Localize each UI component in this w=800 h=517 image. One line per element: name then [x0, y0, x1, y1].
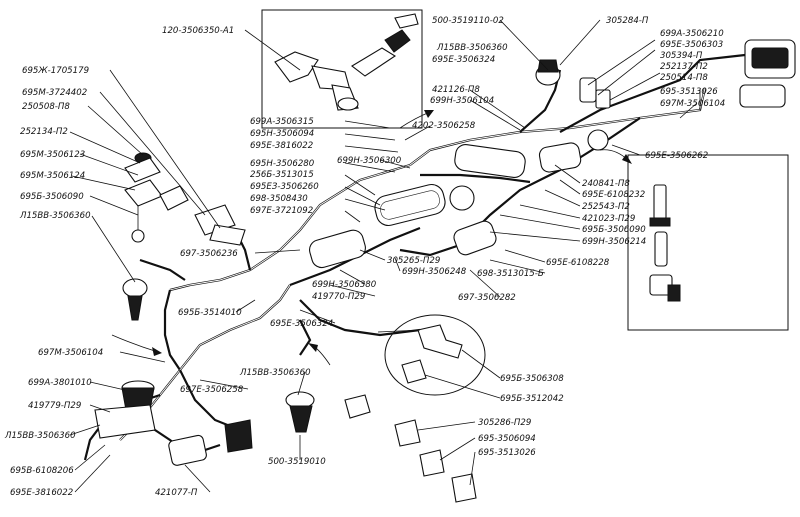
label-699a-3506210: 699А-3506210	[660, 29, 724, 39]
label-695zh-1705179: 695Ж-1705179	[22, 66, 89, 76]
label-419779-p29: 419779-П29	[28, 401, 81, 411]
label-695e-3816022-center: 695Е-3816022	[250, 141, 313, 151]
label-500-3519110-02: 500-3519110-02	[432, 16, 504, 26]
label-250508-p8: 250508-П8	[22, 102, 70, 112]
label-305286-p29: 305286-П29	[478, 418, 531, 428]
label-256b-3513015: 256Б-3513015	[250, 170, 314, 180]
label-699a-3801010: 699А-3801010	[28, 378, 92, 388]
label-695-3513026-top: 695-3513026	[660, 87, 718, 97]
label-695m-3724402: 695М-3724402	[22, 88, 87, 98]
label-695e-3506324-center: 695Е-3506324	[270, 319, 333, 329]
label-699n-3506380: 699Н-3506380	[312, 280, 377, 290]
label-695m-3506123: 695М-3506123	[20, 150, 85, 160]
label-l15vv-3506360-bottom: Л15ВВ-3506360	[4, 431, 76, 441]
label-697-3506236: 697-3506236	[180, 249, 238, 259]
label-695b-3506090-left: 695Б-3506090	[20, 192, 84, 202]
label-120-3506350-a1: 120-3506350-А1	[162, 26, 234, 36]
label-305394-p: 305394-П	[660, 51, 703, 61]
label-699n-3506248: 699Н-3506248	[402, 267, 467, 277]
label-695e-3506324-top: 695Е-3506324	[432, 55, 495, 65]
label-699a-3506315: 699А-3506315	[250, 117, 314, 127]
label-l15vv-3506360-top: Л15ВВ-3506360	[436, 43, 508, 53]
label-695e-3506262: 695Е-3506262	[645, 151, 708, 161]
inset-frame-top	[261, 9, 423, 129]
air-cylinder-top-right	[535, 39, 796, 109]
label-421077-p: 421077-П	[155, 488, 198, 498]
label-421126-p8: 421126-П8	[432, 85, 480, 95]
inset-frame-right	[627, 154, 789, 331]
label-695e-3816022-bottom: 695Е-3816022	[10, 488, 73, 498]
label-305284-p: 305284-П	[606, 16, 649, 26]
label-695e3-3506260: 695ЕЗ-3506260	[250, 182, 319, 192]
label-419770-p29: 419770-П29	[312, 292, 365, 302]
label-695b-3514010: 695Б-3514010	[178, 308, 242, 318]
label-698-3513015-b: 698-3513015-Б	[477, 269, 544, 279]
label-699n-3506300: 699Н-3506300	[337, 156, 402, 166]
circle-inset-fittings	[401, 324, 463, 384]
label-695m-3506124: 695М-3506124	[20, 171, 85, 181]
center-cylinders	[309, 129, 609, 269]
label-697m-3506104-left: 697М-3506104	[38, 348, 103, 358]
flow-arrows	[111, 110, 632, 366]
label-695b-3506090-right: 695Б-3506090	[582, 225, 646, 235]
label-252543-p2: 252543-П2	[582, 202, 630, 212]
label-699n-3506214: 699Н-3506214	[582, 237, 646, 247]
label-695e-6108232: 695Е-6108232	[582, 190, 645, 200]
label-695-3513026-bottom: 695-3513026	[478, 448, 536, 458]
label-4202-3506258: 4202-3506258	[412, 121, 476, 131]
label-695n-3506094: 695Н-3506094	[250, 129, 314, 139]
left-hardware	[122, 152, 246, 321]
label-697m-3506104-top: 697М-3506104	[660, 99, 725, 109]
label-699n-3506104: 699Н-3506104	[430, 96, 494, 106]
label-240841-p8: 240841-П8	[582, 179, 630, 189]
label-252134-p2: 252134-П2	[20, 127, 68, 137]
right-inset-sensor	[649, 184, 681, 302]
label-695v-6108206: 695В-6108206	[10, 466, 74, 476]
label-l15vv-3506360-center: Л15ВВ-3506360	[239, 368, 311, 378]
label-697-3506282: 697-3506282	[458, 293, 516, 303]
label-421023-p29: 421023-П29	[582, 214, 635, 224]
label-305265-p29: 305265-П29	[387, 256, 440, 266]
label-250514-p8: 250514-П8	[660, 73, 708, 83]
bottom-fittings	[344, 394, 477, 503]
part-labels: 120-3506350-А1 500-3519110-02 305284-П 6…	[4, 16, 725, 498]
label-695-3506094: 695-3506094	[478, 434, 536, 444]
label-695b-3506308: 695Б-3506308	[500, 374, 564, 384]
bottom-left-assembly	[94, 380, 315, 466]
tee-fitting-inset	[274, 13, 419, 111]
label-695n-3506280: 695Н-3506280	[250, 159, 315, 169]
label-698-3508430: 698-3508430	[250, 194, 308, 204]
label-252137-p2: 252137-П2	[660, 62, 708, 72]
inset-circle-valve	[384, 314, 486, 396]
label-695b-3512042: 695Б-3512042	[500, 394, 564, 404]
label-l15vv-3506360-left: Л15ВВ-3506360	[19, 211, 91, 221]
label-695e-6108228: 695Е-6108228	[546, 258, 610, 268]
label-697e-3506258: 697Е-3506258	[180, 385, 244, 395]
label-697e-3721092: 697Е-3721092	[250, 206, 313, 216]
label-695e-3506303: 695Е-3506303	[660, 40, 723, 50]
leader-lines	[69, 19, 701, 493]
label-500-3519010: 500-3519010	[268, 457, 326, 467]
